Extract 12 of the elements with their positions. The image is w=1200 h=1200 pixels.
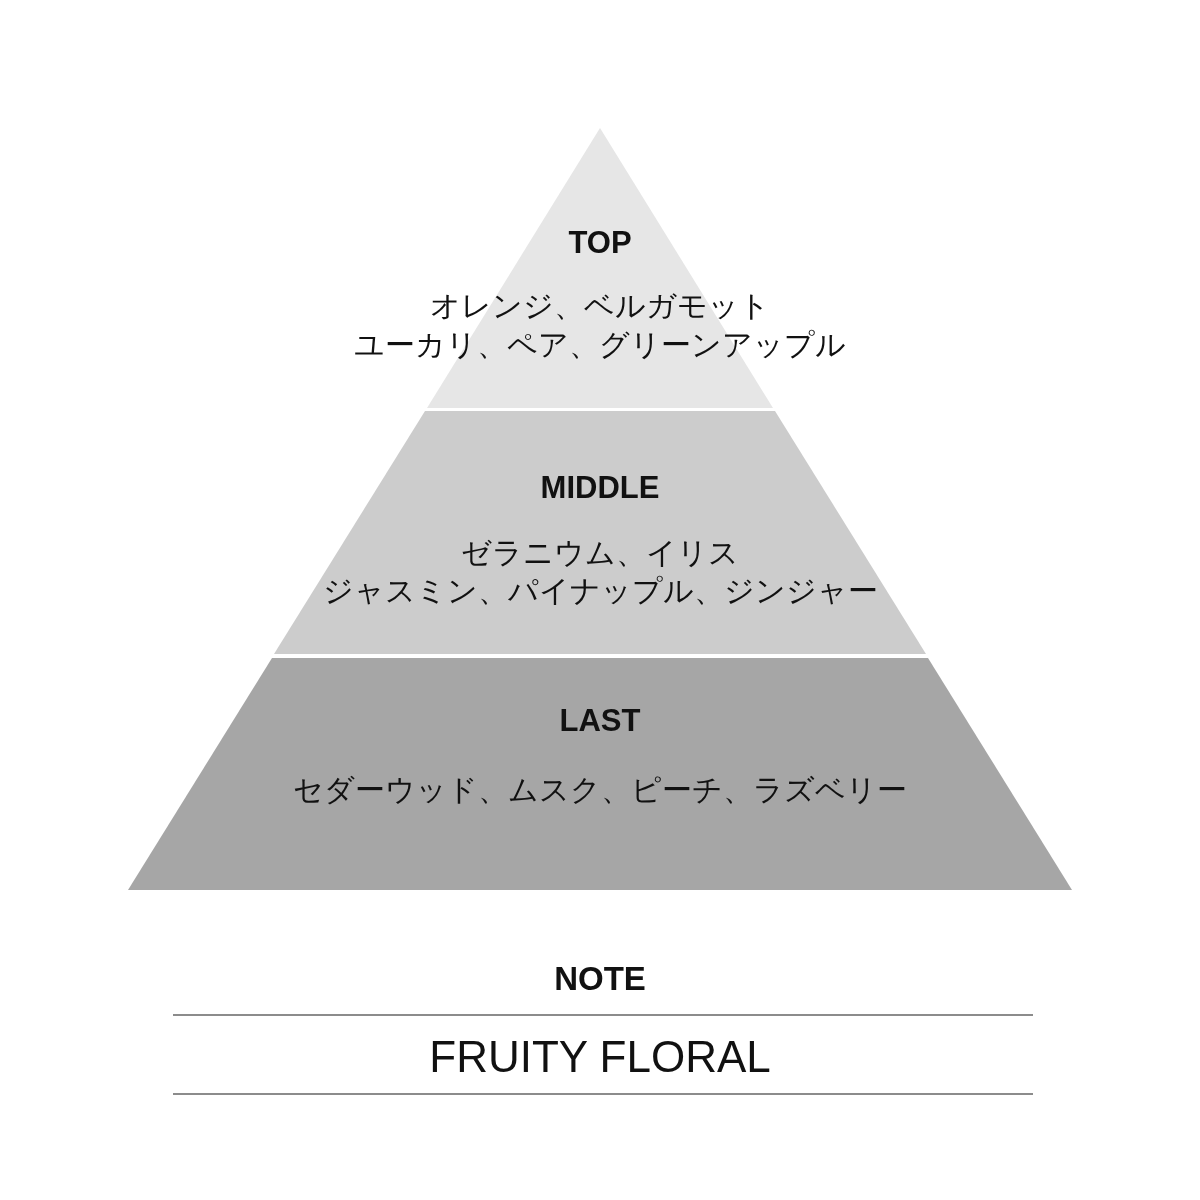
ingredient-list: セダーウッド、ムスク、ピーチ、ラズベリー xyxy=(293,771,907,809)
ingredient-list: オレンジ、ベルガモット xyxy=(430,287,770,325)
ingredient-list: ジャスミン、パイナップル、ジンジャー xyxy=(322,572,878,610)
ingredient-list: ゼラニウム、イリス xyxy=(461,534,739,572)
tier-title: LAST xyxy=(559,701,641,740)
trapezoid-tier xyxy=(128,658,1072,890)
tier-title: MIDDLE xyxy=(540,468,660,507)
tier-title: TOP xyxy=(568,223,632,262)
section-heading: NOTE xyxy=(554,958,646,999)
ingredient-list: ユーカリ、ペア、グリーンアップル xyxy=(354,326,846,364)
category-label: FRUITY FLORAL xyxy=(429,1030,771,1083)
trapezoid-tier xyxy=(274,411,926,654)
